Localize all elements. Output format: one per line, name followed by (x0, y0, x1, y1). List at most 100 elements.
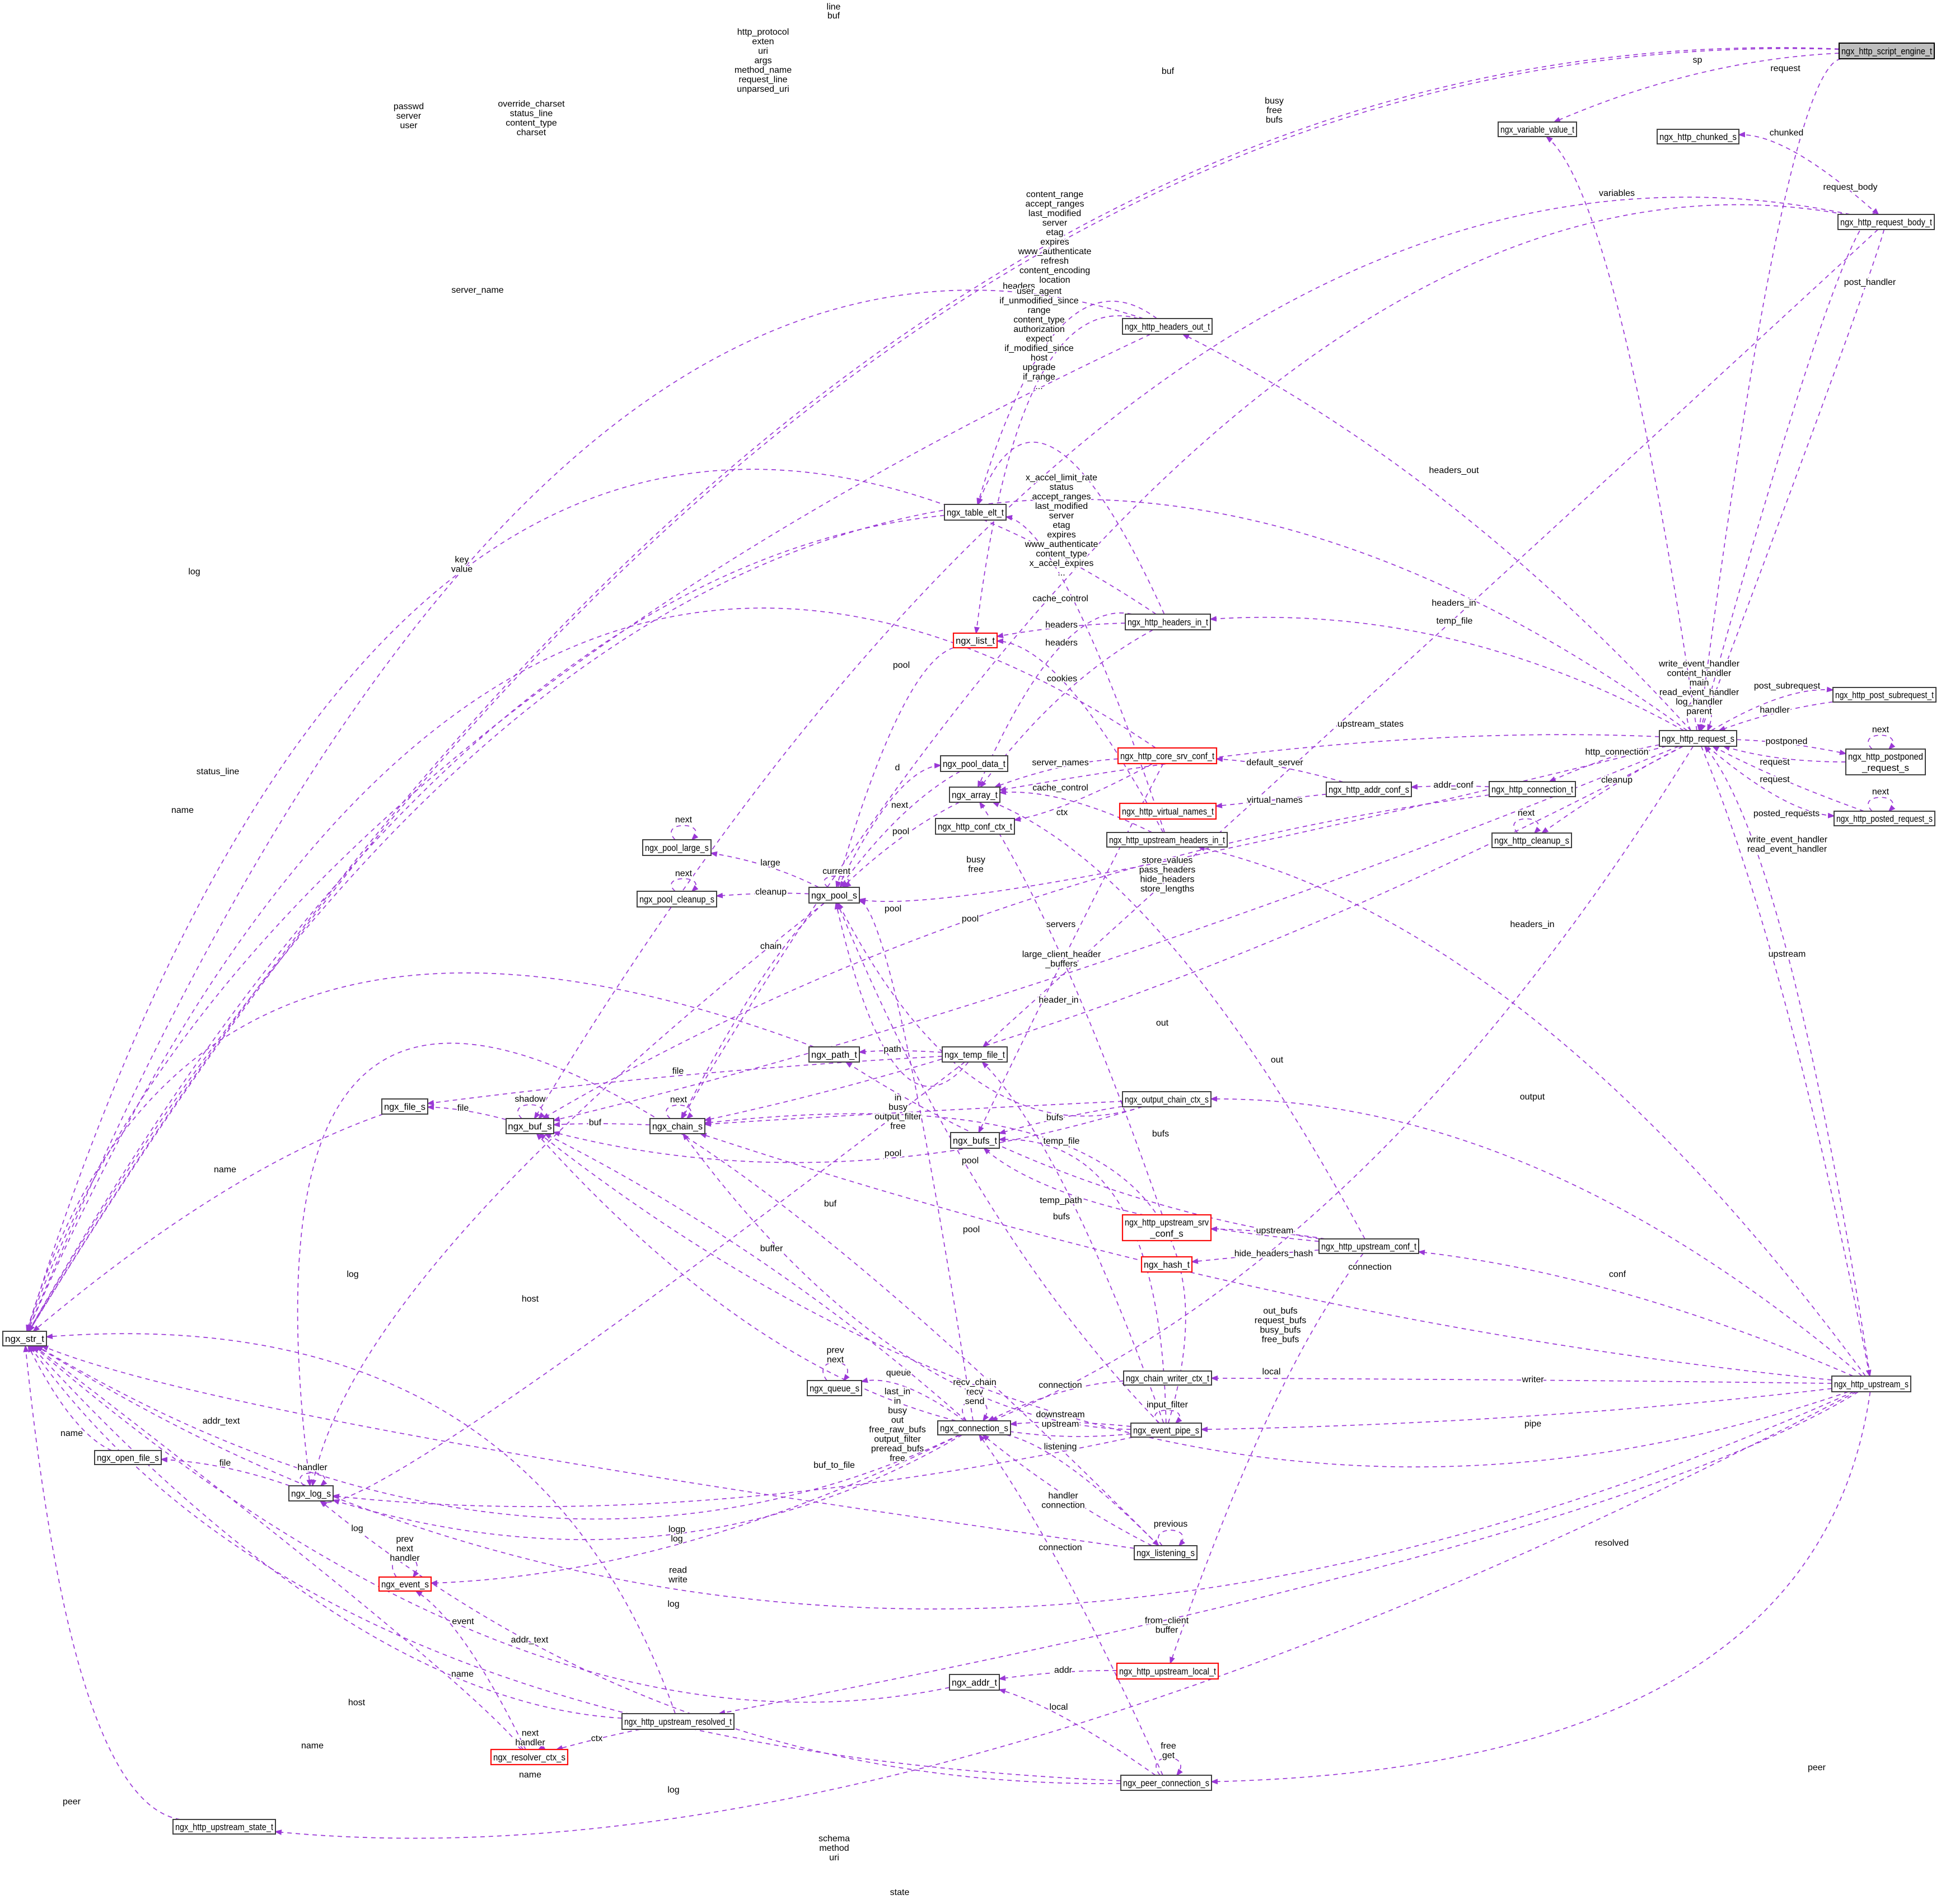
edge-request_s-headers_in_t (1209, 616, 1685, 731)
edge-label: pool (885, 1149, 901, 1158)
node-box (1489, 781, 1576, 797)
node-variable_value_t[interactable]: ngx_variable_value_t (1498, 121, 1577, 137)
node-headers_in_t[interactable]: ngx_http_headers_in_t (1125, 614, 1211, 630)
node-pool_data_t[interactable]: ngx_pool_data_t (940, 755, 1008, 772)
edge-output_chain_ctx_s-chain_s (704, 1101, 1123, 1127)
node-queue_s[interactable]: ngx_queue_s (807, 1380, 862, 1396)
edge-label: out (1156, 1018, 1169, 1028)
node-box (937, 1420, 1011, 1435)
node-box (1106, 832, 1228, 848)
node-label: ngx_pool_large_s (645, 843, 709, 853)
node-box (621, 1713, 735, 1730)
node-box (381, 1098, 428, 1115)
edge-event_s-event_s (392, 1556, 419, 1578)
node-peer_connection_s[interactable]: ngx_peer_connection_s (1120, 1775, 1212, 1791)
node-label: ngx_http_upstream_resolved_t (624, 1716, 732, 1727)
node-temp_file_t[interactable]: ngx_temp_file_t (942, 1046, 1008, 1063)
edge-label: log (188, 567, 200, 577)
edge-temp_file_t-path_t (858, 1049, 943, 1055)
node-listening_s[interactable]: ngx_listening_s (1134, 1545, 1198, 1560)
edge-label: headers_out (1429, 466, 1480, 475)
edge-label: handler (1760, 705, 1790, 715)
node-virtual_names_t[interactable]: ngx_http_virtual_names_t (1119, 802, 1217, 820)
edge-event_pipe_s-temp_file_t (981, 1061, 1164, 1424)
node-output_chain_ctx_s[interactable]: ngx_output_chain_ctx_s (1122, 1091, 1212, 1107)
edge-peer_connection_s-connection_s (978, 1434, 1163, 1776)
node-upstream_srv_conf_s[interactable]: ngx_http_upstream_srv_conf_s (1121, 1214, 1212, 1242)
node-log_s[interactable]: ngx_log_s (288, 1485, 334, 1501)
node-upstream_s[interactable]: ngx_http_upstream_s (1831, 1376, 1911, 1392)
node-box (1831, 1376, 1911, 1392)
node-table_elt_t[interactable]: ngx_table_elt_t (944, 504, 1007, 521)
edge-label: local (1050, 1702, 1068, 1712)
node-chunked_s[interactable]: ngx_http_chunked_s (1657, 129, 1739, 144)
node-http_connection_t[interactable]: ngx_http_connection_t (1489, 781, 1576, 797)
edge-label: chunked (1770, 128, 1804, 138)
node-label: ngx_listening_s (1136, 1548, 1195, 1559)
edge-label: peer (1808, 1763, 1826, 1772)
node-upstream_state_t[interactable]: ngx_http_upstream_state_t (172, 1819, 276, 1835)
node-upstream_local_t[interactable]: ngx_http_upstream_local_t (1116, 1662, 1219, 1680)
edge-queue_s-queue_s (822, 1362, 850, 1382)
node-hash_t[interactable]: ngx_hash_t (1140, 1256, 1193, 1273)
edge-upstream_s-request_s (1704, 745, 1871, 1377)
edge-label: writer (1521, 1375, 1544, 1384)
edge-pool_data_t-pool_s (839, 771, 961, 888)
node-file_s[interactable]: ngx_file_s (381, 1098, 428, 1115)
node-path_t[interactable]: ngx_path_t (808, 1046, 860, 1063)
node-http_conf_ctx_t[interactable]: ngx_http_conf_ctx_t (935, 818, 1015, 835)
node-label: ngx_http_posted_request_s (1836, 813, 1933, 824)
node-str_t[interactable]: ngx_str_t (2, 1331, 47, 1346)
edge-request_s-posted_request_s (1706, 746, 1835, 818)
node-buf_s[interactable]: ngx_buf_s (506, 1118, 554, 1134)
edge-connection_s-log_s (332, 1434, 963, 1540)
node-label: ngx_variable_value_t (1500, 124, 1574, 135)
edge-label: name (214, 1165, 236, 1175)
edge-log_s-open_file_s (160, 1457, 290, 1486)
edge-request_s-connection_s (990, 746, 1694, 1421)
node-addr_t[interactable]: ngx_addr_t (949, 1674, 1000, 1691)
node-http_cleanup_s[interactable]: ngx_http_cleanup_s (1491, 832, 1572, 848)
node-list_t[interactable]: ngx_list_t (952, 632, 998, 649)
node-pool_large_s[interactable]: ngx_pool_large_s (642, 839, 712, 856)
node-posted_request_s[interactable]: ngx_http_posted_request_s (1834, 811, 1935, 826)
node-open_file_s[interactable]: ngx_open_file_s (94, 1450, 162, 1465)
edge-label: pool (962, 914, 979, 924)
node-event_s[interactable]: ngx_event_s (378, 1576, 432, 1592)
node-request_body_t[interactable]: ngx_http_request_body_t (1837, 214, 1935, 230)
node-request_s[interactable]: ngx_http_request_s (1659, 730, 1737, 747)
edge-request_body_t-chain_s (681, 204, 1845, 1120)
node-upstream_headers_in_t[interactable]: ngx_http_upstream_headers_in_t (1106, 832, 1228, 848)
edges-layer (23, 47, 1896, 1839)
node-headers_out_t[interactable]: ngx_http_headers_out_t (1122, 318, 1213, 335)
node-event_pipe_s[interactable]: ngx_event_pipe_s (1130, 1423, 1202, 1438)
node-connection_s[interactable]: ngx_connection_s (937, 1420, 1011, 1435)
edge-http_connection_t-buf_s (541, 794, 1490, 1120)
edge-temp_file_t-file_s (427, 1055, 943, 1106)
node-box (642, 839, 712, 856)
node-resolver_ctx_s[interactable]: ngx_resolver_ctx_s (490, 1748, 569, 1766)
node-script_engine[interactable]: ngx_http_script_engine_t (1839, 43, 1935, 59)
node-upstream_resolved_t[interactable]: ngx_http_upstream_resolved_t (621, 1713, 735, 1730)
node-chain_writer_ctx_t[interactable]: ngx_chain_writer_ctx_t (1123, 1370, 1212, 1386)
node-box (949, 1674, 1000, 1691)
node-box (1318, 1238, 1419, 1254)
node-array_t[interactable]: ngx_array_t (949, 787, 1000, 803)
node-pool_s[interactable]: ngx_pool_s (808, 887, 860, 904)
node-addr_conf_s[interactable]: ngx_http_addr_conf_s (1326, 782, 1412, 797)
node-bufs_t[interactable]: ngx_bufs_t (950, 1132, 1000, 1149)
node-upstream_conf_t[interactable]: ngx_http_upstream_conf_t (1318, 1238, 1419, 1254)
edge-script_engine-str_t (28, 48, 1840, 1332)
edge-label: ctx (591, 1734, 602, 1743)
node-pool_cleanup_s[interactable]: ngx_pool_cleanup_s (637, 891, 717, 907)
edge-upstream_conf_t-upstream_local_t (1170, 1253, 1364, 1664)
node-post_subrequest_t[interactable]: ngx_http_post_subrequest_t (1832, 687, 1937, 703)
node-postponed_request_s[interactable]: ngx_http_postponed_request_s (1845, 748, 1926, 775)
node-core_srv_conf_t[interactable]: ngx_http_core_srv_conf_t (1117, 747, 1218, 765)
edge-label: input_filter (1147, 1400, 1188, 1410)
edge-label: next (670, 1095, 687, 1105)
node-chain_s[interactable]: ngx_chain_s (649, 1118, 705, 1134)
